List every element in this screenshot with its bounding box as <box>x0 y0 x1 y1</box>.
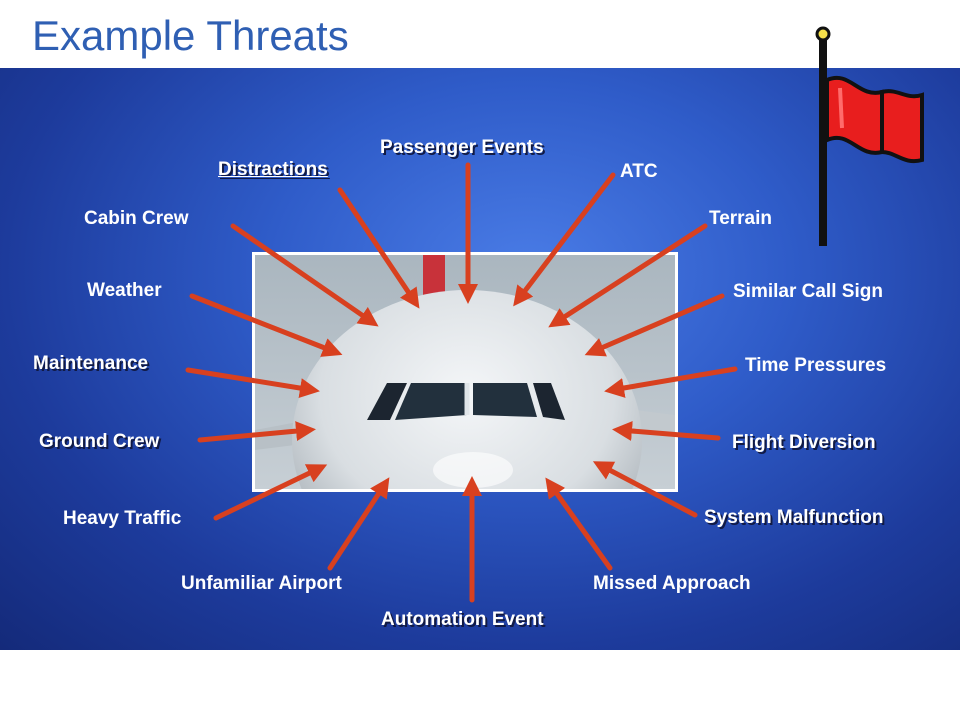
label-automation-event: Automation Event <box>381 609 544 630</box>
label-weather: Weather <box>87 280 162 301</box>
label-unfamiliar-airport: Unfamiliar Airport <box>181 573 342 594</box>
arrow-heavy-traffic <box>213 464 328 521</box>
arrow-weather <box>189 293 343 357</box>
label-ground-crew: Ground Crew <box>39 431 160 452</box>
label-cabin-crew: Cabin Crew <box>84 208 189 229</box>
label-maintenance: Maintenance <box>33 353 149 374</box>
label-time-pressures: Time Pressures <box>745 355 887 376</box>
arrow-ground-crew <box>197 421 316 443</box>
page-title: Example Threats <box>32 12 349 59</box>
label-missed-approach: Missed Approach <box>593 573 751 594</box>
arrow-time-pressures <box>604 366 738 398</box>
label-passenger-events: Passenger Events <box>380 137 544 158</box>
arrow-similar-call-sign <box>584 293 725 357</box>
arrow-flight-diversion <box>612 421 721 441</box>
arrow-maintenance <box>185 367 320 398</box>
label-flight-diversion: Flight Diversion <box>732 432 876 453</box>
arrow-missed-approach <box>545 477 613 571</box>
arrow-atc <box>513 172 616 307</box>
label-similar-call-sign: Similar Call Sign <box>733 281 883 302</box>
label-terrain: Terrain <box>709 208 773 229</box>
arrow-terrain <box>548 223 708 328</box>
label-heavy-traffic: Heavy Traffic <box>63 508 182 529</box>
label-distractions: Distractions <box>218 159 328 180</box>
label-atc: ATC <box>620 161 658 182</box>
arrow-unfamiliar-airport <box>327 477 390 571</box>
arrow-cabin-crew <box>230 223 379 327</box>
arrow-system-malfunction <box>592 461 698 518</box>
red-flag-icon <box>815 26 924 246</box>
arrow-distractions <box>337 187 420 309</box>
label-system-malfunction: System Malfunction <box>704 507 884 528</box>
